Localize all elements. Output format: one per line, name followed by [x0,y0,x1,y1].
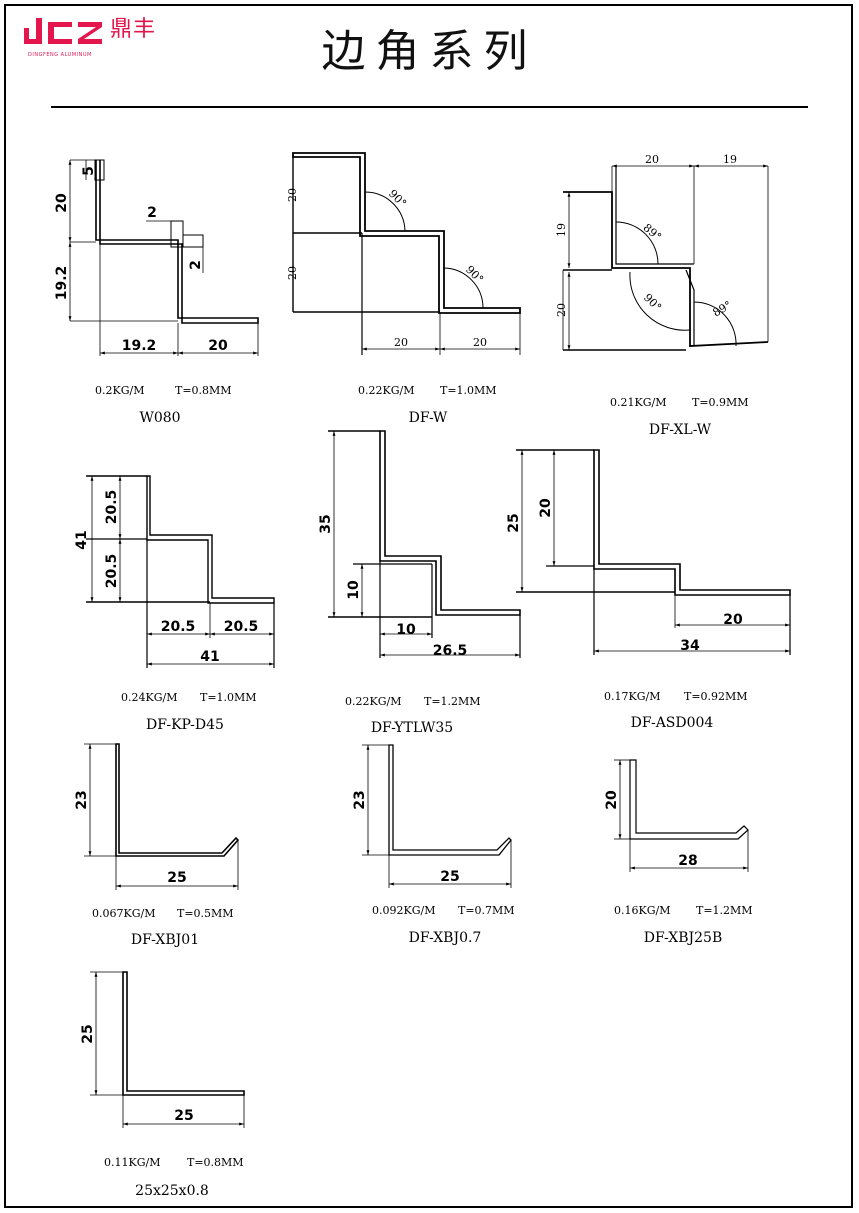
dim-w080-20-h: 20 [208,338,228,354]
model-df-kp-d45: DF-KP-D45 [146,717,224,733]
dim-df-w-20-top: 20 [286,188,299,202]
model-df-ytlw35: DF-YTLW35 [371,720,453,736]
profile-w080 [68,159,259,356]
dim-df-kp-d45-20-5-h2: 20.5 [224,619,259,635]
dim-df-xl-w-20-top: 20 [645,153,659,166]
dim-df-w-20-h2: 20 [473,336,487,349]
profile-df-asd004 [516,449,791,655]
spec-df-xbj25b-weight: 0.16KG/M [614,904,670,917]
angle-df-xl-w-3: 89° [711,298,734,319]
page-title: 边角系列 [321,26,538,77]
dim-25x25-25-v: 25 [80,1024,96,1043]
profile-25x25x0-8 [90,971,245,1128]
dim-df-xbj25b-20: 20 [604,790,620,810]
angle-df-w-1: 90° [386,187,409,210]
dim-w080-2b: 2 [188,260,204,270]
profile-df-kp-d45-shape [146,475,275,604]
profile-df-xbj01 [84,743,240,890]
spec-df-ytlw35-thickness: T=1.2MM [424,695,481,708]
model-w080: W080 [139,410,180,426]
angle-df-w-2: 90° [463,263,486,286]
model-df-w: DF-W [409,410,448,426]
angle-df-xl-w-1: 89° [641,221,664,243]
dim-df-ytlw35-10-h: 10 [396,622,416,638]
dim-df-w-20-h1: 20 [394,336,408,349]
profile-df-ytlw35-shape [379,430,521,616]
logo-mark [24,18,102,44]
profile-df-xbj25b [614,759,749,872]
model-25x25x0-8: 25x25x0.8 [135,1183,209,1199]
dim-w080-19-2-v: 19.2 [54,266,70,301]
dim-df-ytlw35-26-5: 26.5 [433,643,468,659]
profile-df-asd004-shape [593,449,791,596]
dim-df-kp-d45-41-h: 41 [200,649,219,665]
page-frame [4,4,853,1208]
profile-df-w [292,152,521,355]
profile-df-xl-w-shape [563,191,769,347]
spec-df-xbj01-weight: 0.067KG/M [92,907,155,920]
dim-df-ytlw35-10-v: 10 [346,580,362,600]
dim-df-xl-w-19-top: 19 [723,153,737,166]
spec-df-kp-d45-thickness: T=1.0MM [200,691,257,704]
profile-df-xbj0-7 [362,744,512,888]
spec-df-xl-w-weight: 0.21KG/M [610,396,666,409]
spec-w080-weight: 0.2KG/M [95,384,144,397]
dim-df-xbj0-7-25: 25 [440,869,459,885]
dim-df-xbj25b-28: 28 [678,853,697,869]
spec-df-xbj0-7-weight: 0.092KG/M [372,904,435,917]
dim-df-xbj01-25: 25 [167,870,186,886]
dim-df-kp-d45-20-5-h1: 20.5 [161,619,196,635]
brand-logo: 鼎丰 DINGFENG ALUMINUM [22,16,157,58]
dim-25x25-25-h: 25 [174,1108,193,1124]
dim-df-ytlw35-35: 35 [318,514,334,533]
spec-25x25-weight: 0.11KG/M [104,1156,160,1169]
spec-df-w-weight: 0.22KG/M [358,384,414,397]
spec-df-xl-w-thickness: T=0.9MM [692,396,749,409]
dim-df-asd004-25: 25 [506,513,522,532]
model-df-xbj01: DF-XBJ01 [131,932,199,948]
spec-df-xbj01-thickness: T=0.5MM [177,907,234,920]
profile-25x25x0-8-shape [122,971,245,1096]
spec-df-w-thickness: T=1.0MM [440,384,497,397]
dim-df-asd004-20-v: 20 [538,498,554,518]
profile-df-kp-d45 [86,475,275,668]
spec-df-xbj25b-thickness: T=1.2MM [696,904,753,917]
dim-df-asd004-20-h: 20 [723,612,743,628]
spec-df-asd004-thickness: T=0.92MM [684,690,748,703]
dim-df-kp-d45-41-v: 41 [74,530,90,549]
angle-df-xl-w-2: 90° [641,291,664,314]
profile-w080-shape [95,160,259,324]
spec-25x25-thickness: T=0.8MM [187,1156,244,1169]
logo-chinese-text: 鼎丰 [110,17,157,42]
dim-df-xl-w-20-left: 20 [555,303,568,317]
dim-df-xbj0-7-23: 23 [352,790,368,809]
logo-english-text: DINGFENG ALUMINUM [28,52,92,58]
spec-df-xbj0-7-thickness: T=0.7MM [458,904,515,917]
dim-w080-5: 5 [81,166,97,176]
dim-w080-2a: 2 [147,205,157,221]
spec-df-asd004-weight: 0.17KG/M [604,690,660,703]
dim-df-asd004-34: 34 [680,638,700,654]
profile-df-xl-w [562,164,769,351]
dim-df-xbj01-23: 23 [74,790,90,809]
title-rule [51,106,808,108]
dim-df-xl-w-19-left: 19 [555,223,568,237]
dim-df-kp-d45-20-5-v2: 20.5 [104,554,120,589]
dim-df-w-20-low: 20 [286,266,299,280]
model-df-asd004: DF-ASD004 [631,715,714,731]
profile-df-xbj01-shape [115,743,240,857]
spec-df-kp-d45-weight: 0.24KG/M [121,691,177,704]
model-df-xbj0-7: DF-XBJ0.7 [409,930,482,946]
profile-df-xbj0-7-shape [388,744,512,856]
dim-w080-20: 20 [54,193,70,213]
spec-w080-thickness: T=0.8MM [175,384,232,397]
spec-df-ytlw35-weight: 0.22KG/M [345,695,401,708]
dim-w080-19-2-h: 19.2 [122,338,157,354]
dim-df-kp-d45-20-5-v1: 20.5 [104,490,120,525]
model-df-xl-w: DF-XL-W [649,422,712,438]
model-df-xbj25b: DF-XBJ25B [644,930,723,946]
profile-df-ytlw35 [328,430,521,658]
profile-df-xbj25b-shape [629,759,749,840]
